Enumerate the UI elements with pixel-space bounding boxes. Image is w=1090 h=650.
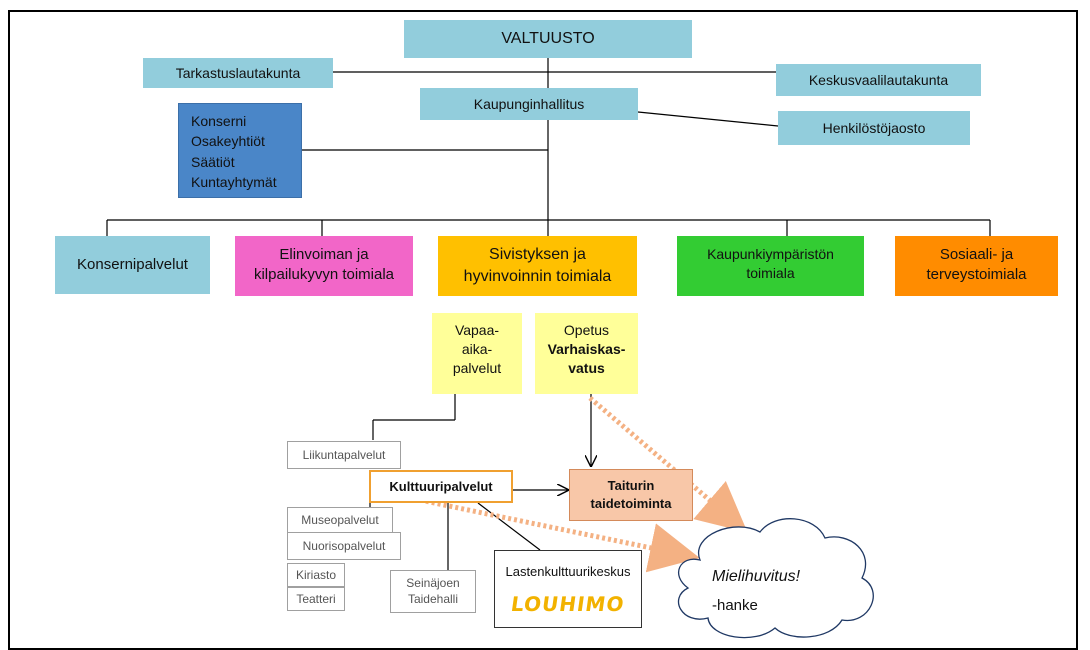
- museopalvelut-box: Museopalvelut: [287, 507, 393, 533]
- lastenkulttuurikeskus-box: Lastenkulttuurikeskus LOUHIMO: [494, 550, 642, 628]
- liikuntapalvelut-box: Liikuntapalvelut: [287, 441, 401, 469]
- kirjasto-box: Kiriasto: [287, 563, 345, 587]
- vapaa-aikapalvelut-box: Vapaa-aika-palvelut: [432, 313, 522, 394]
- mielihuvitus-title: Mielihuvitus!: [712, 568, 801, 585]
- kulttuuripalvelut-box: Kulttuuripalvelut: [369, 470, 513, 503]
- konsernipalvelut-box: Konsernipalvelut: [55, 236, 210, 294]
- cloud-shape: [677, 518, 874, 639]
- louhimo-logo: LOUHIMO: [509, 591, 627, 616]
- keskusvaalilautakunta-box: Keskusvaalilautakunta: [776, 64, 981, 96]
- henkilostojaosto-box: Henkilöstöjaosto: [778, 111, 970, 145]
- konserni-box: Konserni Osakeyhtiöt Säätiöt Kuntayhtymä…: [178, 103, 302, 198]
- tarkastuslautakunta-box: Tarkastuslautakunta: [143, 58, 333, 88]
- teatteri-box: Teatteri: [287, 587, 345, 611]
- opetus-varhaiskasvatus-box: Opetus Varhaiskas- vatus: [535, 313, 638, 394]
- nuorisopalvelut-box: Nuorisopalvelut: [287, 532, 401, 560]
- hanke-label: -hanke: [712, 597, 758, 614]
- valtuusto-box: VALTUUSTO: [404, 20, 692, 58]
- kaupunginhallitus-box: Kaupunginhallitus: [420, 88, 638, 120]
